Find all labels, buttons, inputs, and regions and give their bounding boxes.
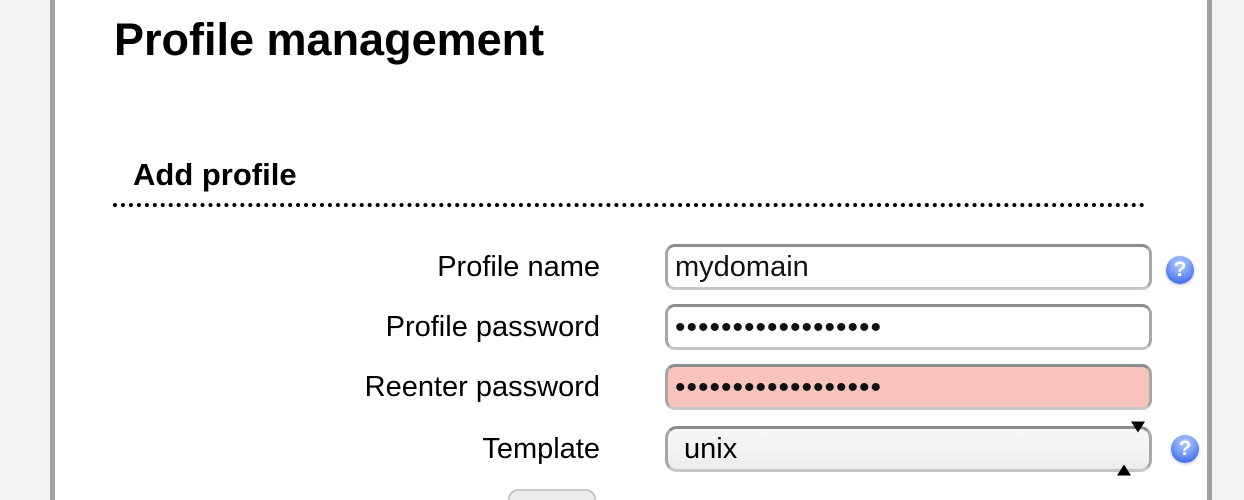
page-title: Profile management — [114, 14, 545, 65]
reenter-password-label: Reenter password — [364, 371, 600, 403]
window-border-left — [50, 0, 55, 500]
template-help-icon[interactable]: ? — [1171, 435, 1199, 463]
template-selected-value: unix — [684, 432, 738, 465]
reenter-password-input[interactable] — [665, 364, 1152, 410]
profile-password-label: Profile password — [385, 311, 600, 343]
window-border-right — [1207, 0, 1212, 500]
right-gutter — [1212, 0, 1244, 500]
section-heading: Add profile — [133, 157, 297, 192]
select-updown-arrows-icon — [1117, 421, 1145, 476]
profile-name-input[interactable] — [665, 244, 1152, 290]
profile-name-label: Profile name — [437, 251, 600, 283]
submit-button[interactable] — [508, 489, 596, 500]
add-profile-section-header: Add profile — [113, 157, 1145, 207]
left-gutter — [0, 0, 50, 500]
profile-name-help-icon[interactable]: ? — [1166, 256, 1194, 284]
template-label: Template — [482, 433, 600, 465]
profile-password-input[interactable] — [665, 304, 1152, 350]
template-select[interactable]: unix — [665, 421, 1152, 476]
